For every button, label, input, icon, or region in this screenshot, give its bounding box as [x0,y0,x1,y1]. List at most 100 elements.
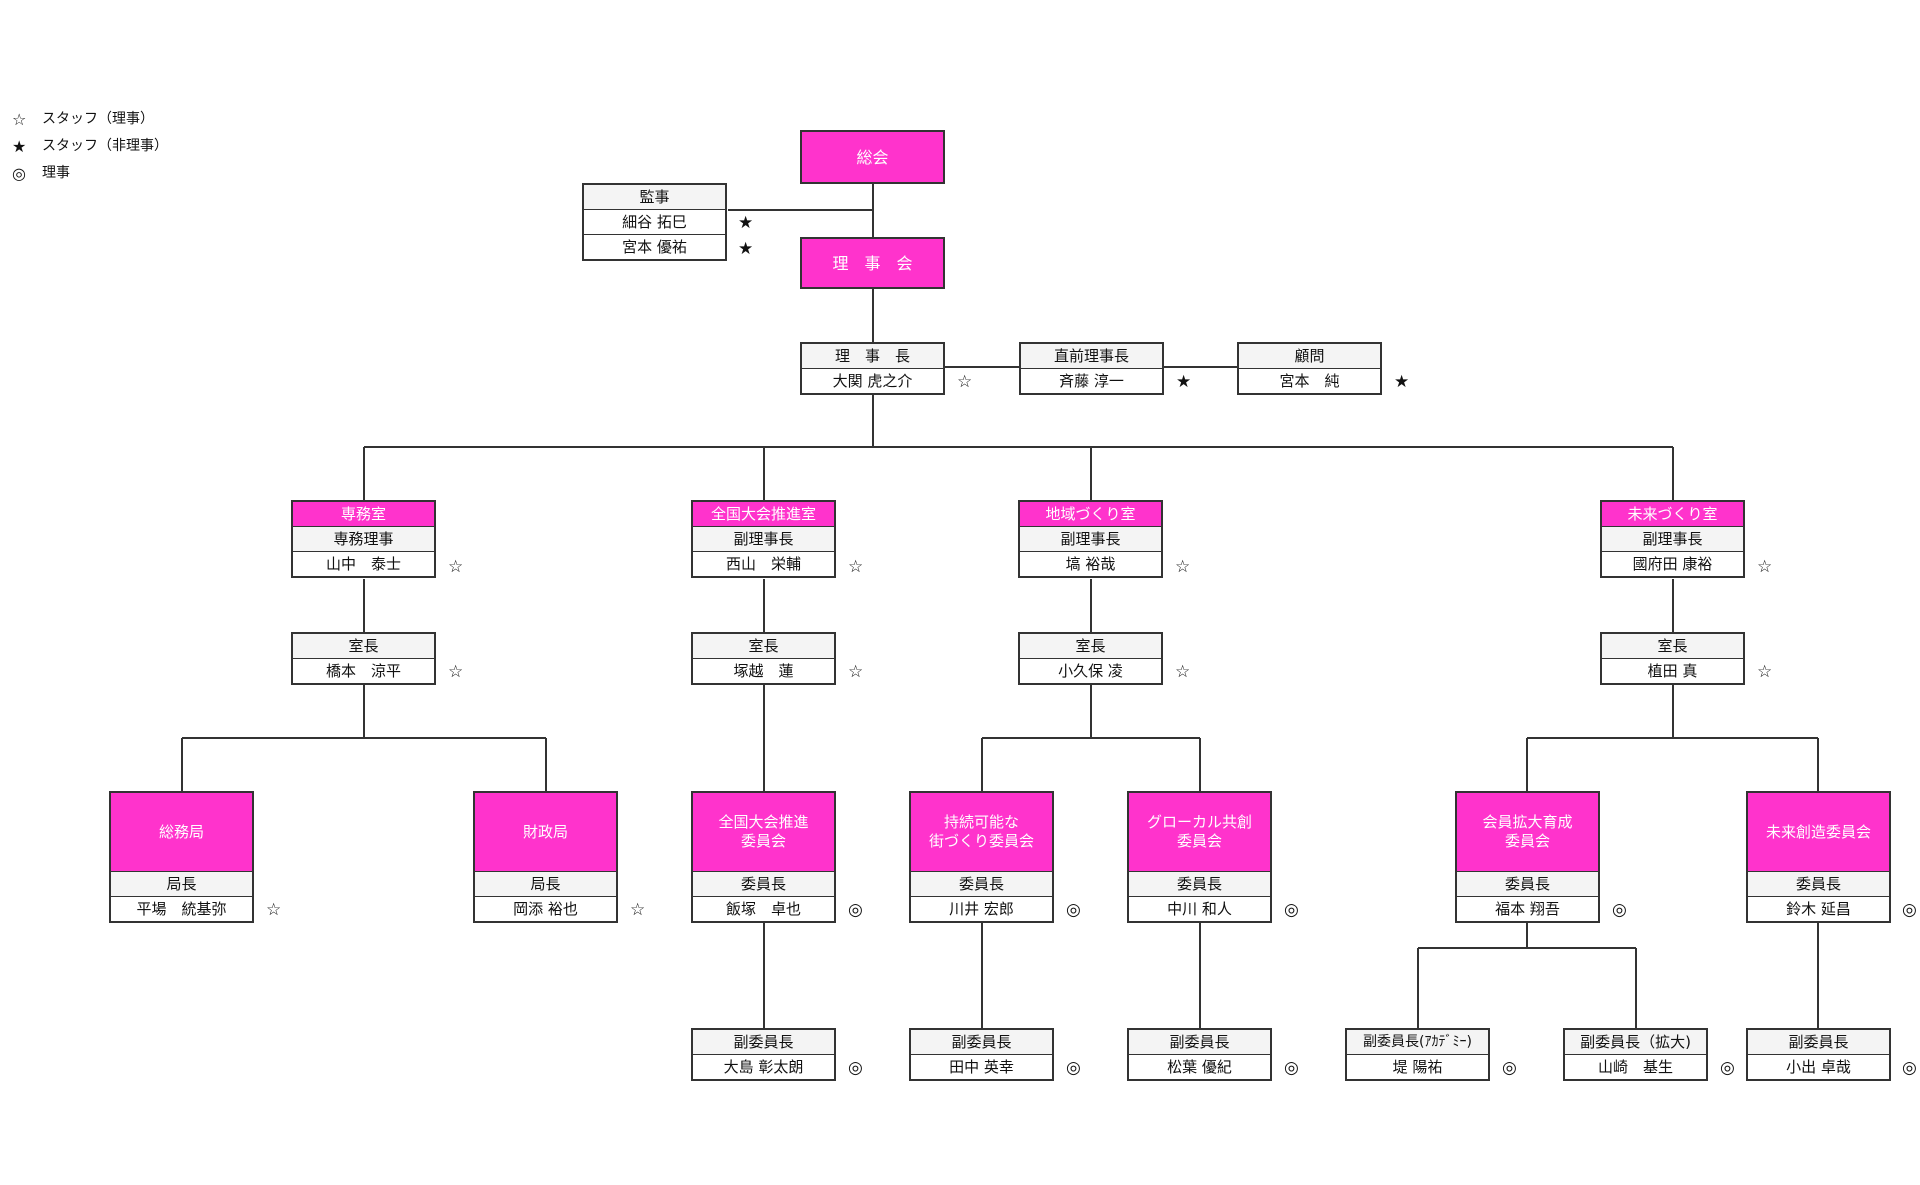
unit-box: グローカル共創 委員会 委員長 中川 和人 [1127,791,1272,923]
chief-box: 室長 橋本 涼平 [291,632,436,685]
vice-chair-box: 副委員長 小出 卓哉 [1746,1028,1891,1081]
auditor-name: 宮本 優祐 [622,238,687,256]
vice-chair-name: 田中 英幸 [949,1058,1014,1076]
advisor-name: 宮本 純 [1279,372,1340,390]
unit-role: 局長 [475,872,616,897]
black-star-icon: ★ [738,213,754,233]
unit-name: 岡添 裕也 [513,900,578,918]
double-circle-icon: ◎ [1066,1058,1081,1078]
vice-chair-role: 副委員長 [1129,1030,1270,1055]
auditor-box: 監事 細谷 拓巳 宮本 優祐 [582,183,727,261]
chief-role: 室長 [293,634,434,659]
unit-name: 中川 和人 [1167,900,1232,918]
chief-name: 小久保 凌 [1058,662,1123,680]
double-circle-icon: ◎ [1066,900,1081,920]
general-meeting-box: 総会 [800,130,945,184]
white-star-icon: ☆ [1757,557,1773,577]
chief-name: 植田 真 [1647,662,1698,680]
division-box: 専務室 専務理事 山中 泰士 [291,500,436,578]
division-role: 副理事長 [1602,527,1743,552]
vice-chair-name: 山崎 基生 [1597,1058,1673,1076]
legend: ☆ スタッフ（理事） ★ スタッフ（非理事） ◎ 理事 [12,106,168,187]
black-star-icon: ★ [12,137,27,156]
division-title: 専務室 [293,502,434,527]
auditor-role: 監事 [584,185,725,210]
white-star-icon: ☆ [957,372,973,392]
vice-chair-name: 松葉 優紀 [1167,1058,1232,1076]
vice-chair-box: 副委員長 大島 彰太朗 [691,1028,836,1081]
vice-chair-role: 副委員長 [1748,1030,1889,1055]
division-name: 塙 裕哉 [1065,555,1116,573]
unit-name: 鈴木 延昌 [1786,900,1851,918]
division-name: 山中 泰士 [325,555,401,573]
double-circle-icon: ◎ [1284,1058,1299,1078]
former-president-name: 斉藤 淳一 [1059,372,1124,390]
unit-box: 未来創造委員会 委員長 鈴木 延昌 [1746,791,1891,923]
vice-chair-box: 副委員長 田中 英幸 [909,1028,1054,1081]
unit-title: 会員拡大育成 委員会 [1457,793,1598,872]
white-star-icon: ☆ [448,557,464,577]
white-star-icon: ☆ [266,900,282,920]
double-circle-icon: ◎ [848,900,863,920]
division-title: 全国大会推進室 [693,502,834,527]
vice-chair-name: 小出 卓哉 [1786,1058,1851,1076]
black-star-icon: ★ [1394,372,1410,392]
unit-name: 平場 統基弥 [136,900,227,918]
chief-name: 塚越 蓮 [733,662,794,680]
division-name: 西山 栄輔 [725,555,801,573]
unit-title: 未来創造委員会 [1748,793,1889,872]
white-star-icon: ☆ [12,110,27,129]
legend-label: 理事 [42,165,70,181]
unit-title: 全国大会推進 委員会 [693,793,834,872]
president-role: 理 事 長 [802,344,943,369]
white-star-icon: ☆ [848,557,864,577]
unit-title: 総務局 [111,793,252,872]
double-circle-icon: ◎ [12,164,26,183]
division-title: 地域づくり室 [1020,502,1161,527]
advisor-box: 顧問 宮本 純 [1237,342,1382,395]
former-president-box: 直前理事長 斉藤 淳一 [1019,342,1164,395]
vice-chair-role: 副委員長（拡大) [1565,1030,1706,1055]
auditor-name: 細谷 拓巳 [584,210,725,235]
vice-chair-role: 副委員長(ｱｶﾃﾞﾐｰ) [1347,1030,1488,1055]
white-star-icon: ☆ [848,662,864,682]
chief-box: 室長 塚越 蓮 [691,632,836,685]
unit-box: 全国大会推進 委員会 委員長 飯塚 卓也 [691,791,836,923]
vice-chair-name: 大島 彰太朗 [723,1058,804,1076]
division-box: 地域づくり室 副理事長 塙 裕哉 [1018,500,1163,578]
chief-role: 室長 [1020,634,1161,659]
unit-box: 総務局 局長 平場 統基弥 [109,791,254,923]
double-circle-icon: ◎ [1612,900,1627,920]
legend-item: ☆ スタッフ（理事） [12,106,168,133]
legend-label: スタッフ（理事） [42,111,154,127]
vice-chair-role: 副委員長 [911,1030,1052,1055]
white-star-icon: ☆ [1175,557,1191,577]
legend-label: スタッフ（非理事） [42,138,168,154]
unit-role: 委員長 [911,872,1052,897]
president-box: 理 事 長 大関 虎之介 [800,342,945,395]
unit-box: 財政局 局長 岡添 裕也 [473,791,618,923]
black-star-icon: ★ [738,239,754,259]
unit-box: 持続可能な 街づくり委員会 委員長 川井 宏郎 [909,791,1054,923]
division-role: 副理事長 [1020,527,1161,552]
chief-box: 室長 小久保 凌 [1018,632,1163,685]
white-star-icon: ☆ [1175,662,1191,682]
unit-role: 委員長 [1748,872,1889,897]
double-circle-icon: ◎ [1902,1058,1917,1078]
unit-role: 委員長 [693,872,834,897]
division-role: 専務理事 [293,527,434,552]
board-box: 理 事 会 [800,237,945,289]
double-circle-icon: ◎ [1284,900,1299,920]
white-star-icon: ☆ [1757,662,1773,682]
vice-chair-role: 副委員長 [693,1030,834,1055]
unit-name: 福本 翔吾 [1495,900,1560,918]
double-circle-icon: ◎ [1902,900,1917,920]
division-title: 未来づくり室 [1602,502,1743,527]
vice-chair-box: 副委員長（拡大) 山崎 基生 [1563,1028,1708,1081]
black-star-icon: ★ [1176,372,1192,392]
chief-box: 室長 植田 真 [1600,632,1745,685]
chief-role: 室長 [693,634,834,659]
advisor-role: 顧問 [1239,344,1380,369]
unit-title: グローカル共創 委員会 [1129,793,1270,872]
